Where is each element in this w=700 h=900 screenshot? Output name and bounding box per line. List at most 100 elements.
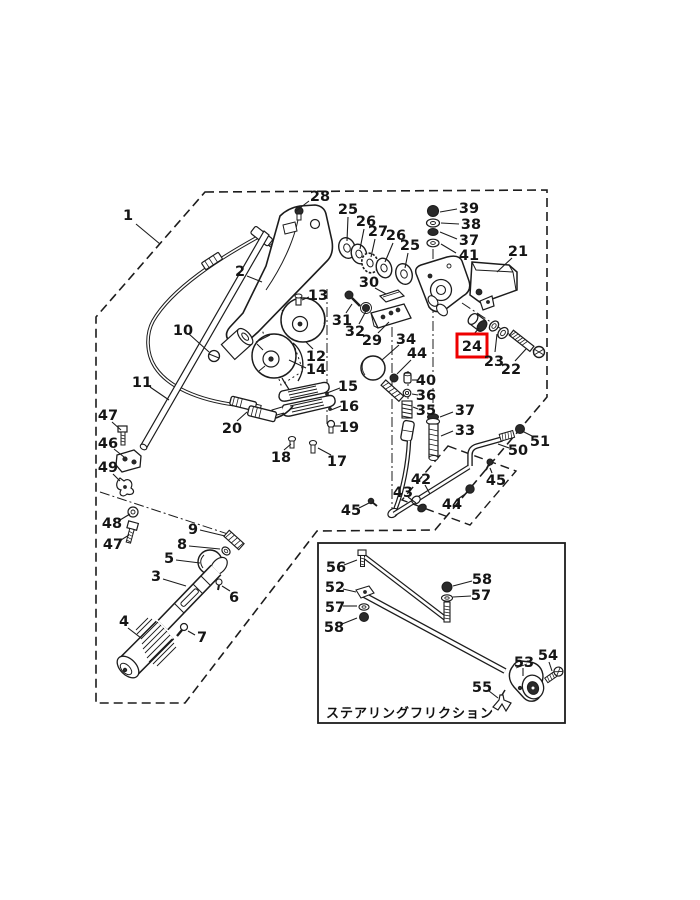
bolt-31	[344, 290, 354, 300]
part-label-26: 26	[386, 228, 406, 244]
leader-line-12	[305, 341, 314, 350]
part-label-35: 35	[416, 403, 436, 419]
leader-line-16	[330, 405, 342, 411]
leader-line-26	[359, 228, 365, 250]
part-label-53: 53	[514, 655, 534, 671]
washer-23	[497, 326, 509, 340]
leader-line-3	[162, 578, 187, 587]
leader-line-52	[342, 588, 357, 593]
leader-line-9	[199, 529, 226, 537]
tiller-shaft-group	[116, 529, 245, 679]
washer-stack-25-27	[338, 237, 413, 285]
leader-line-1	[135, 223, 161, 245]
steering-friction-inset: ステアリングフリクション	[317, 542, 566, 724]
leader-line-48	[119, 513, 131, 521]
part-label-13: 13	[308, 288, 328, 304]
washer-32	[362, 304, 370, 312]
part-label-27: 27	[368, 224, 388, 240]
friction-plates	[271, 381, 336, 454]
nut-44-lower	[465, 484, 475, 494]
part-label-7: 7	[197, 630, 207, 646]
steering-link-rods	[367, 424, 525, 517]
leader-line-34	[381, 344, 400, 361]
part-label-19: 19	[339, 420, 359, 436]
part-label-43: 43	[393, 485, 413, 501]
leader-line-10	[188, 333, 210, 353]
part-label-1: 1	[123, 208, 133, 224]
cable-adjuster-fitting	[201, 251, 223, 271]
part-label-14: 14	[306, 362, 326, 378]
ring-36	[402, 388, 412, 398]
nut-48	[127, 506, 139, 518]
part-label-37: 37	[455, 403, 475, 419]
part-label-50: 50	[508, 443, 528, 459]
part-label-25: 25	[400, 238, 420, 254]
part-label-42: 42	[411, 472, 431, 488]
housing-hole	[309, 218, 321, 230]
part-label-32: 32	[345, 324, 365, 340]
washer-57-left	[358, 603, 370, 611]
part-label-46: 46	[98, 436, 118, 452]
part-label-12: 12	[306, 349, 326, 365]
nut-58-right	[441, 581, 453, 593]
part-label-11: 11	[132, 375, 152, 391]
part-label-45: 45	[341, 503, 361, 519]
leader-line-30	[374, 287, 387, 295]
part-label-29: 29	[362, 333, 382, 349]
nut-39	[426, 204, 440, 218]
part-label-25: 25	[338, 202, 358, 218]
part-label-38: 38	[461, 217, 481, 233]
part-label-15: 15	[338, 379, 358, 395]
leader-line-42	[424, 484, 431, 495]
friction-adjuster-set	[467, 313, 546, 359]
inset-caption: ステアリングフリクション	[326, 706, 494, 722]
highlight-box-24	[455, 332, 489, 359]
inset-border	[317, 542, 566, 724]
part-label-3: 3	[151, 569, 161, 585]
leader-line-29	[377, 321, 390, 334]
washer-57-right	[440, 594, 454, 602]
bolt-47-bottom	[125, 520, 140, 544]
leader-line-17	[317, 447, 332, 456]
rod-50-thread	[498, 429, 516, 442]
part-label-24: 24	[462, 339, 482, 355]
leader-line-7	[187, 630, 196, 636]
leader-line-56	[343, 559, 358, 566]
leader-line-23	[494, 333, 498, 353]
bolt-22	[508, 329, 535, 353]
part-label-22: 22	[501, 362, 521, 378]
part-label-10: 10	[173, 323, 193, 339]
part-label-58: 58	[472, 572, 492, 588]
part-label-44: 44	[442, 497, 462, 513]
part-label-2: 2	[235, 264, 245, 280]
leader-line-13	[301, 296, 310, 301]
cable-drum-12	[280, 293, 326, 343]
bracket-assembly-29-32	[344, 289, 412, 329]
swivel-bushing	[220, 327, 254, 361]
leader-line-18	[283, 443, 292, 451]
steering-arm-housing	[220, 204, 334, 361]
screw-19	[326, 419, 336, 429]
screw-6	[215, 578, 223, 586]
leader-line-11	[149, 386, 170, 401]
leader-line-58	[452, 580, 473, 587]
part-label-57: 57	[471, 588, 491, 604]
part-label-44: 44	[407, 346, 427, 362]
leader-line-41	[440, 243, 457, 254]
part-label-39: 39	[459, 201, 479, 217]
leader-line-25	[346, 216, 349, 242]
nut-37	[427, 227, 439, 237]
leader-line-51	[521, 430, 533, 437]
leader-line-57	[452, 595, 472, 598]
leader-line-15	[326, 387, 341, 394]
leader-line-46	[113, 448, 125, 458]
part-label-9: 9	[188, 522, 198, 538]
part-label-33: 33	[455, 423, 475, 439]
leader-line-33	[440, 430, 454, 437]
part-label-48: 48	[102, 516, 122, 532]
leader-line-44	[457, 491, 469, 500]
spring-9	[223, 529, 245, 551]
leader-line-36	[411, 393, 419, 396]
leader-line-44	[396, 359, 412, 375]
